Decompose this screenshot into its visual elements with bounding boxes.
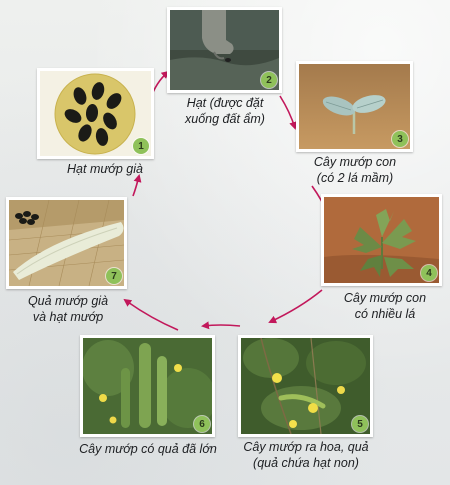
stage-5-photo: 5 <box>238 335 373 437</box>
stage-2-caption: Hạt (được đặt xuống đất ẩm) <box>185 96 265 126</box>
stage-4-caption: Cây mướp con có nhiều lá <box>343 291 427 321</box>
stage-3-badge: 3 <box>392 131 408 147</box>
stage-1-caption: Hạt mướp già <box>67 162 143 176</box>
stage-5-caption: Cây mướp ra hoa, quả (quả chứa hạt non) <box>243 440 369 470</box>
arrow-2-to-3 <box>279 95 298 130</box>
large-fruit-plant-image <box>83 338 212 434</box>
luffa-seeds-image <box>40 71 151 156</box>
arrow-7-to-1 <box>132 174 142 197</box>
stage-4-badge: 4 <box>421 265 437 281</box>
stage-5-badge: 5 <box>352 416 368 432</box>
stage-3-photo: 3 <box>296 61 413 152</box>
old-fruit-seeds-image <box>9 200 124 286</box>
flowering-plant-image <box>241 338 370 434</box>
stage-6-caption: Cây mướp có quả đã lớn <box>79 442 217 456</box>
stage-7-photo: 7 <box>6 197 127 289</box>
stage-1-badge: 1 <box>133 138 149 154</box>
stage-1-photo: 1 <box>37 68 154 159</box>
stage-7-caption: Quả mướp già và hạt mướp <box>27 294 109 324</box>
arrow-4-to-5 <box>268 289 323 324</box>
stage-2-photo: 2 <box>167 7 282 93</box>
stage-2-badge: 2 <box>261 72 277 88</box>
arrow-5-to-6 <box>201 321 241 330</box>
stage-6-photo: 6 <box>80 335 215 437</box>
arrow-6-to-7 <box>123 298 179 331</box>
stage-3-caption: Cây mướp con (có 2 lá mầm) <box>313 155 397 185</box>
young-plant-image <box>324 197 439 283</box>
stage-6-badge: 6 <box>194 416 210 432</box>
seedling-image <box>299 64 410 149</box>
hand-placing-seed-image <box>170 10 279 90</box>
stage-4-photo: 4 <box>321 194 442 286</box>
stage-7-badge: 7 <box>106 268 122 284</box>
